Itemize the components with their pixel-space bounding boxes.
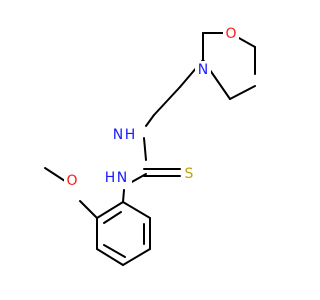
bond [103,211,122,224]
bond [96,248,124,266]
atom-label-sulfur: S [185,166,194,182]
bond [103,244,126,258]
bond [122,248,151,266]
bond [122,201,151,219]
atom-layer: O N N H S H N O [64,25,239,190]
atom-label-nitrogen-morpholine: N [198,62,208,78]
atom-label-oxygen-ring: O [225,26,236,42]
bond [153,86,181,116]
bond [129,173,147,184]
bond [79,200,98,219]
bond [96,201,124,219]
bond [229,85,256,100]
bond [143,137,147,161]
bond [122,189,125,203]
atom-label-oxygen-methoxy: O [66,173,77,189]
structure-canvas: O N N H S H N O [44,25,256,266]
bond [145,114,155,127]
atom-label-nitrogen-upper: N [113,127,123,143]
bond-layer [44,32,256,266]
atom-label-hydrogen-lower: H [105,170,116,186]
atom-label-hydrogen-upper: H [125,127,136,143]
atom-label-nitrogen-lower: N [117,170,127,186]
molecule-diagram: O N N H S H N O [44,25,256,266]
